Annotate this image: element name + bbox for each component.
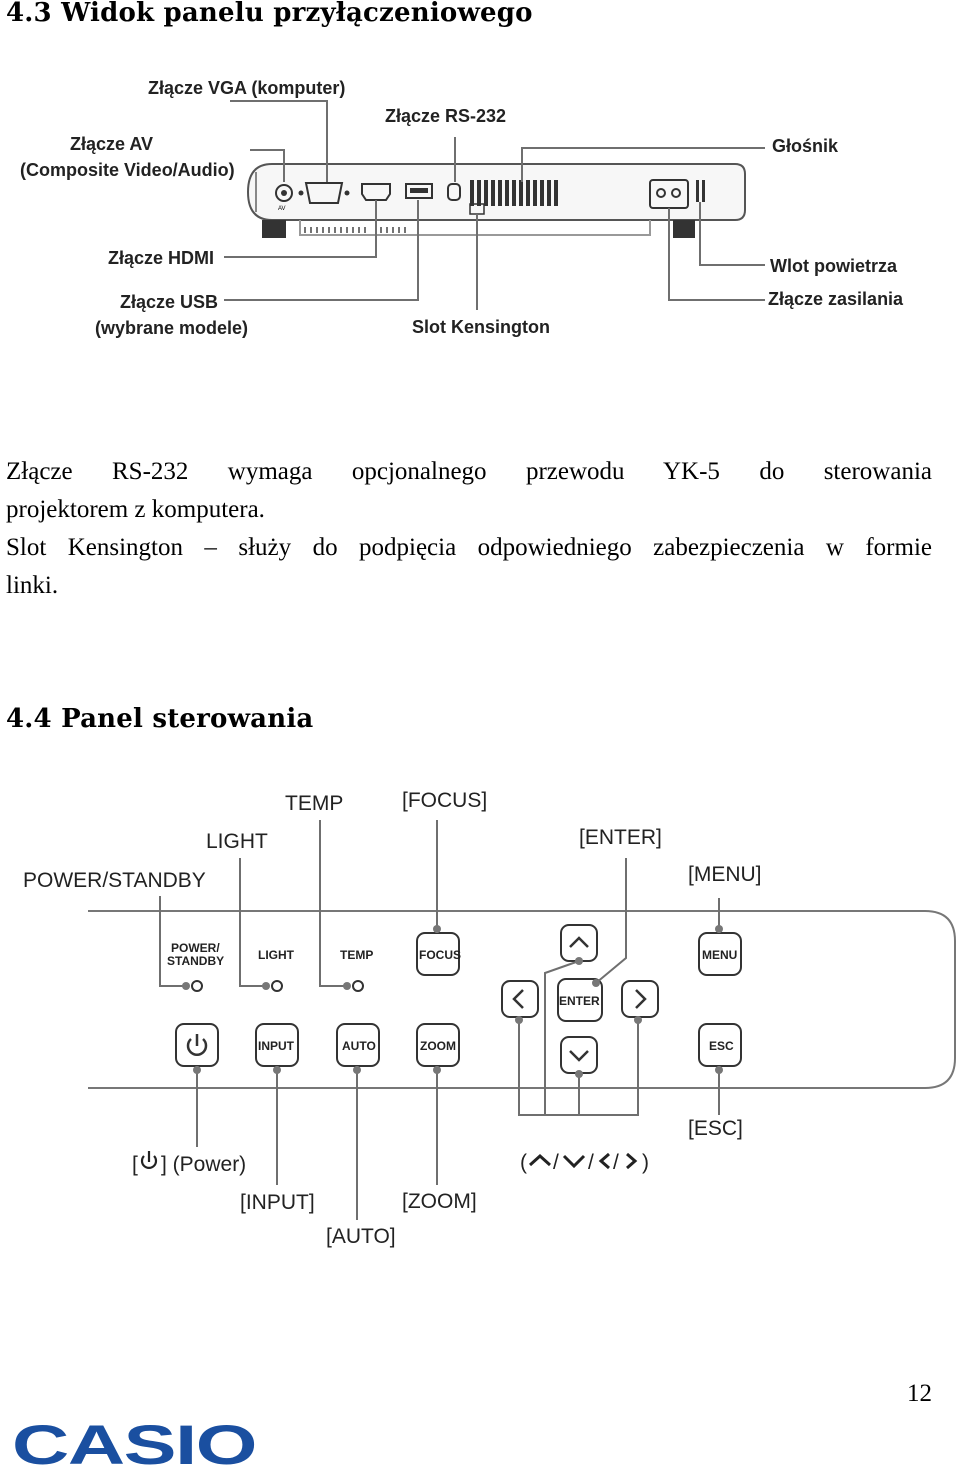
av-port: AV — [275, 184, 293, 212]
button-focus-label: FOCUS — [419, 948, 461, 962]
callout-power-open: [ — [132, 1153, 138, 1176]
label-rs232: Złącze RS-232 — [385, 106, 506, 126]
button-menu[interactable]: MENU — [698, 932, 742, 976]
paragraph-rs232-line1: Złącze RS-232 wymaga opcjonalnego przewo… — [6, 458, 932, 485]
button-down[interactable] — [560, 1036, 598, 1074]
callout-menu: [MENU] — [688, 863, 762, 886]
paragraph-kensington: Slot Kensington – służy do podpięcia odp… — [6, 529, 932, 605]
button-auto[interactable]: AUTO — [336, 1023, 380, 1067]
callout-arrows-open: ( — [520, 1151, 527, 1174]
bottom-grille — [304, 227, 406, 233]
panel-text-power-standby-1: POWER/ — [171, 941, 220, 955]
chevron-left-icon — [512, 989, 524, 1009]
paragraph-kensington-line2: linki. — [6, 572, 59, 599]
label-usb-line2: (wybrane modele) — [95, 318, 248, 338]
control-leader-lines — [159, 820, 720, 1220]
casio-logo: CASIO — [10, 1413, 260, 1476]
panel-text-light: LIGHT — [258, 948, 295, 962]
callout-light: LIGHT — [206, 830, 268, 853]
section-title-control: 4.4 Panel sterowania — [6, 704, 314, 734]
button-power[interactable] — [175, 1023, 219, 1067]
power-icon — [140, 1155, 158, 1169]
chevron-down-icon — [569, 1050, 589, 1062]
button-zoom-label: ZOOM — [420, 1039, 456, 1053]
indicator-temp: TEMP — [340, 948, 373, 992]
callout-power-standby: POWER/STANDBY — [23, 869, 206, 892]
button-input[interactable]: INPUT — [255, 1023, 299, 1067]
label-usb-line1: Złącze USB — [120, 292, 218, 312]
callout-arrows-slash-2: / — [588, 1151, 594, 1174]
usb-port — [405, 183, 433, 199]
air-inlet — [696, 180, 705, 202]
projector-body — [246, 163, 746, 238]
chevron-down-icon — [562, 1154, 586, 1169]
chevron-right-icon — [626, 1152, 638, 1170]
indicator-light: LIGHT — [258, 948, 295, 992]
callout-input: [INPUT] — [240, 1191, 315, 1214]
callout-focus: [FOCUS] — [402, 789, 487, 812]
callout-temp: TEMP — [285, 792, 343, 815]
button-menu-label: MENU — [702, 948, 737, 962]
callout-arrows-close: ) — [642, 1151, 649, 1174]
control-panel-diagram: POWER/ STANDBY LIGHT TEMP FOCUS MENU ENT… — [0, 780, 960, 1260]
button-auto-label: AUTO — [342, 1039, 376, 1053]
button-zoom[interactable]: ZOOM — [416, 1023, 460, 1067]
section-title-connectors: 4.3 Widok panelu przyłączeniowego — [6, 0, 533, 28]
chevron-right-icon — [635, 989, 647, 1009]
label-power-connector: Złącze zasilania — [768, 289, 904, 309]
callout-arrows-slash-3: / — [613, 1151, 619, 1174]
label-av-line2: (Composite Video/Audio) — [20, 160, 235, 180]
paragraph-rs232: Złącze RS-232 wymaga opcjonalnego przewo… — [6, 453, 932, 529]
callout-enter: [ENTER] — [579, 826, 662, 849]
button-enter-label: ENTER — [559, 994, 600, 1008]
label-air-inlet: Wlot powietrza — [770, 256, 898, 276]
control-panel-svg: POWER/ STANDBY LIGHT TEMP FOCUS MENU ENT… — [23, 789, 956, 1248]
callout-arrows: ( / / / ) — [520, 1151, 649, 1174]
chevron-up-icon — [528, 1153, 552, 1167]
label-hdmi: Złącze HDMI — [108, 248, 214, 268]
callout-arrows-slash-1: / — [553, 1151, 559, 1174]
connector-panel-svg: AV — [20, 78, 904, 338]
led-temp — [352, 980, 364, 992]
label-kensington: Slot Kensington — [412, 317, 550, 337]
callout-power: [ ] (Power) — [132, 1151, 246, 1176]
paragraph-kensington-line1: Slot Kensington – służy do podpięcia odp… — [6, 534, 932, 561]
leader-lines — [224, 100, 765, 310]
rs232-port — [447, 183, 461, 201]
page-number: 12 — [907, 1380, 932, 1407]
button-esc[interactable]: ESC — [698, 1023, 742, 1067]
casio-logo-svg: CASIO — [12, 1413, 257, 1476]
power-icon — [186, 1038, 208, 1056]
connector-panel-diagram: AV — [0, 60, 960, 350]
label-av-line1: Złącze AV — [70, 134, 153, 154]
chevron-left-icon — [598, 1152, 610, 1170]
button-focus[interactable]: FOCUS — [416, 932, 461, 976]
speaker-grille — [470, 180, 558, 206]
vga-port — [298, 182, 350, 204]
button-right[interactable] — [621, 980, 659, 1018]
label-speaker: Głośnik — [772, 136, 839, 156]
hdmi-port — [361, 183, 391, 201]
callout-esc: [ESC] — [688, 1117, 743, 1140]
led-light — [271, 980, 283, 992]
button-up[interactable] — [560, 924, 598, 962]
label-vga: Złącze VGA (komputer) — [148, 78, 345, 98]
panel-text-power-standby-2: STANDBY — [167, 954, 224, 968]
panel-text-temp: TEMP — [340, 948, 373, 962]
chevron-up-icon — [569, 936, 589, 948]
panel-outline — [88, 910, 956, 1089]
button-esc-label: ESC — [709, 1039, 734, 1053]
callout-power-close: ] (Power) — [161, 1153, 246, 1176]
led-power-standby — [191, 980, 203, 992]
callout-auto: [AUTO] — [326, 1225, 396, 1248]
button-enter[interactable]: ENTER — [557, 978, 603, 1022]
button-left[interactable] — [501, 980, 539, 1018]
button-input-label: INPUT — [258, 1039, 295, 1053]
av-port-mark: AV — [278, 206, 286, 212]
casio-logo-text: CASIO — [12, 1418, 256, 1470]
leader-dots — [182, 925, 723, 1078]
indicator-power-standby: POWER/ STANDBY — [167, 941, 224, 992]
paragraph-rs232-line2: projektorem z komputera. — [6, 496, 265, 523]
callout-zoom: [ZOOM] — [402, 1190, 477, 1213]
